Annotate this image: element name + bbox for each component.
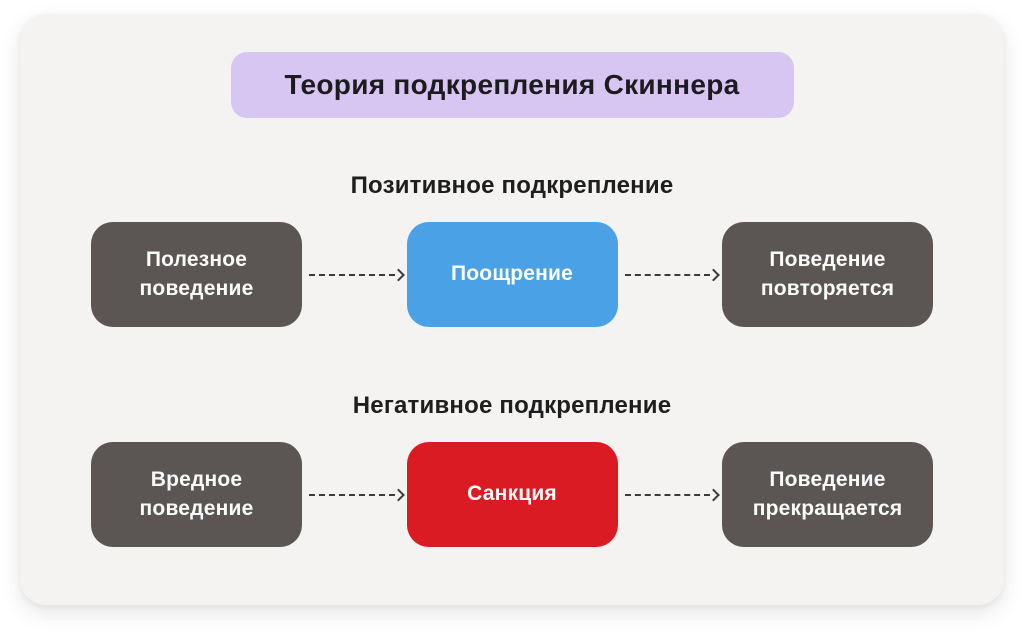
diagram-title: Теория подкрепления Скиннера	[230, 52, 794, 118]
flow-row-positive: Полезное поведение Поощрение Поведение п…	[20, 222, 1004, 327]
node-harmful-behavior: Вредное поведение	[91, 442, 302, 547]
dashed-arrow-icon	[620, 266, 721, 284]
node-behavior-repeats: Поведение повторяется	[722, 222, 933, 327]
flow-row-negative: Вредное поведение Санкция Поведение прек…	[20, 442, 1004, 547]
dashed-arrow-icon	[620, 486, 721, 504]
node-reward: Поощрение	[406, 222, 618, 327]
dashed-arrow-icon	[304, 266, 405, 284]
node-sanction: Санкция	[406, 442, 618, 547]
arrow-chevron-icon	[707, 488, 720, 501]
section-heading-positive: Позитивное подкрепление	[350, 172, 674, 199]
arrow-chevron-icon	[707, 268, 720, 281]
diagram-card: Теория подкрепления Скиннера Позитивное …	[20, 14, 1004, 605]
arrow-line	[624, 493, 710, 496]
node-behavior-stops: Поведение прекращается	[722, 442, 933, 547]
section-heading-negative: Негативное подкрепление	[352, 392, 672, 419]
node-useful-behavior: Полезное поведение	[91, 222, 302, 327]
arrow-chevron-icon	[391, 268, 405, 281]
arrow-line	[309, 273, 395, 276]
arrow-line	[309, 493, 395, 496]
section-negative-reinforcement: Негативное подкрепление Вредное поведени…	[20, 392, 1004, 547]
arrow-line	[624, 273, 710, 276]
arrow-chevron-icon	[391, 488, 405, 501]
dashed-arrow-icon	[304, 486, 405, 504]
section-positive-reinforcement: Позитивное подкрепление Полезное поведен…	[20, 172, 1004, 327]
